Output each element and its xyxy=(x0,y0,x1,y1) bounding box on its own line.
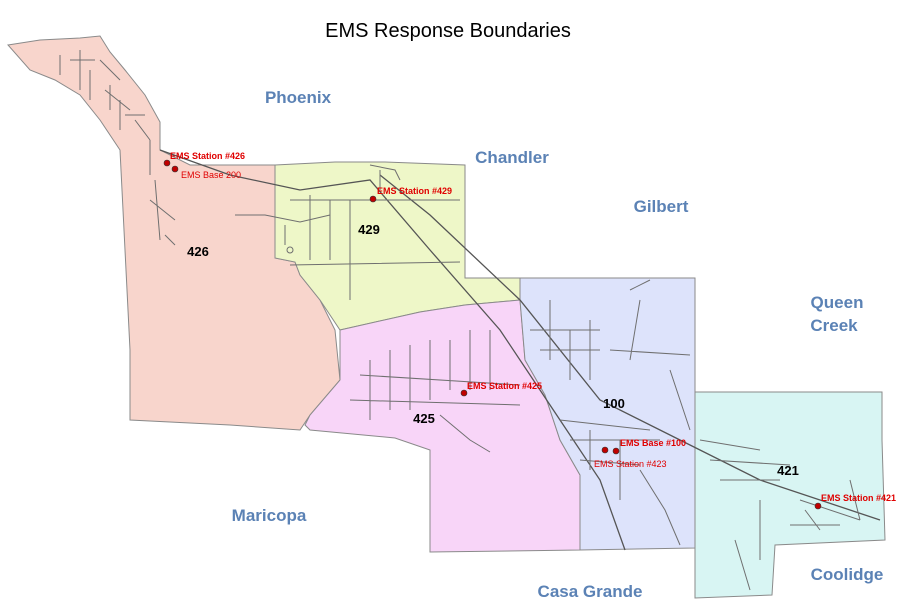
station-marker-426[interactable] xyxy=(163,159,171,167)
city-label-gilbert: Gilbert xyxy=(634,197,689,216)
city-label-coolidge: Coolidge xyxy=(811,565,884,584)
city-label-phoenix: Phoenix xyxy=(265,88,332,107)
station-marker-425[interactable] xyxy=(460,389,468,397)
base-marker-200[interactable] xyxy=(171,165,179,173)
city-label-chandler: Chandler xyxy=(475,148,549,167)
station-marker-421[interactable] xyxy=(814,502,822,510)
station-label-429: EMS Station #429 xyxy=(377,186,452,196)
station-marker-423[interactable] xyxy=(601,446,609,454)
station-label-421: EMS Station #421 xyxy=(821,493,896,503)
zone-421-area xyxy=(694,391,886,599)
zone-label-426: 426 xyxy=(187,244,209,259)
station-label-425: EMS Station #425 xyxy=(467,381,542,391)
zone-label-100: 100 xyxy=(603,396,625,411)
station-marker-429[interactable] xyxy=(369,195,377,203)
zone-100-area xyxy=(519,277,696,551)
map-title: EMS Response Boundaries xyxy=(325,20,571,42)
city-label-queen: Queen xyxy=(811,293,864,312)
city-label-maricopa: Maricopa xyxy=(232,506,307,525)
city-label-casa-grande: Casa Grande xyxy=(538,582,643,601)
city-label-creek: Creek xyxy=(810,316,858,335)
zone-label-429: 429 xyxy=(358,222,380,237)
base-label-200: EMS Base 200 xyxy=(181,170,241,180)
zone-label-421: 421 xyxy=(777,463,799,478)
base-marker-100[interactable] xyxy=(612,447,620,455)
zone-label-425: 425 xyxy=(413,411,435,426)
base-label-100: EMS Base #100 xyxy=(620,438,686,448)
station-label-423: EMS Station #423 xyxy=(594,459,667,469)
road-network xyxy=(59,50,881,591)
station-label-426: EMS Station #426 xyxy=(170,151,245,161)
